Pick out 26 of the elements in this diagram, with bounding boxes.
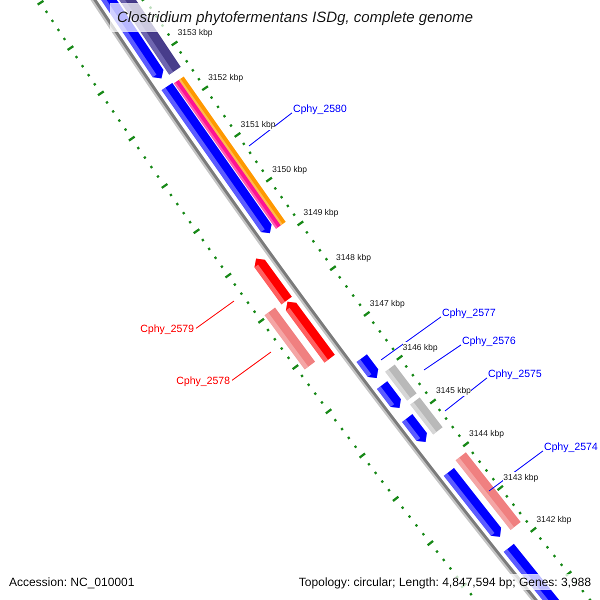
tick-label: 3142 kbp — [536, 514, 572, 525]
genome-info-text: Topology: circular; Length: 4,847,594 bp; Genes: 3,988 — [298, 574, 591, 590]
tick-label: 3144 kbp — [468, 428, 504, 440]
gene-label: Cphy_2577 — [442, 306, 496, 320]
leader-line — [380, 316, 442, 360]
tick-label: 3147 kbp — [370, 298, 405, 309]
gene-label: Cphy_2580 — [293, 102, 347, 116]
tick-label: 3146 kbp — [402, 342, 438, 353]
leader-line — [248, 112, 292, 146]
tick-label: 3152 kbp — [208, 72, 244, 84]
leader-line — [444, 377, 488, 412]
tick-label: 3145 kbp — [436, 385, 471, 396]
gene-label: Cphy_2578 — [176, 374, 230, 388]
leader-line — [232, 352, 272, 381]
tick-label: 3143 kbp — [503, 472, 538, 483]
leader-line — [424, 344, 462, 370]
tick-label: 3150 kbp — [272, 164, 308, 175]
accession-text: Accession: NC_010001 — [9, 574, 134, 590]
gene-label: Cphy_2575 — [488, 368, 542, 380]
gene-label: Cphy_2579 — [140, 322, 194, 336]
gene-label: Cphy_2576 — [462, 334, 516, 348]
tick-label: 3151 kbp — [240, 118, 276, 130]
tick-label: 3149 kbp — [303, 207, 338, 218]
tick-label: 3148 kbp — [336, 252, 371, 264]
leader-line — [196, 300, 234, 329]
gene-label: Cphy_2574 — [544, 440, 598, 454]
